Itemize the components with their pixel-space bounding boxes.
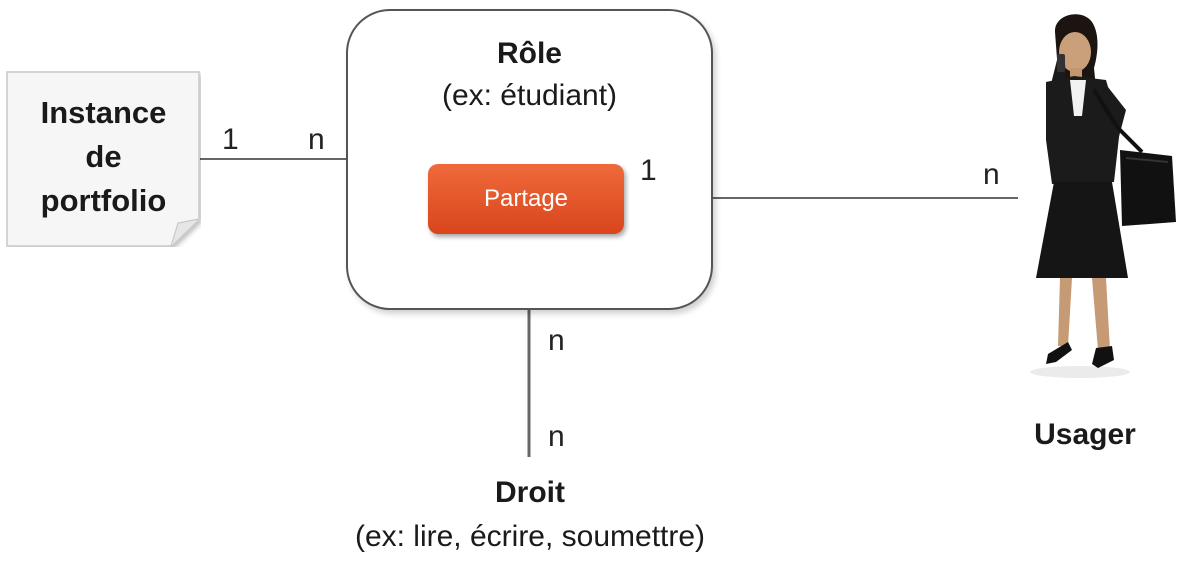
note-shape: [6, 71, 200, 247]
multiplicity-user: n: [983, 158, 1000, 191]
instance-portfolio-note: Instance de portfolio: [6, 71, 201, 247]
instance-line-2: de: [85, 139, 122, 174]
role-title: Rôle: [496, 37, 562, 70]
multiplicity-role-bottom: n: [548, 324, 565, 357]
droit-title: Droit: [495, 476, 565, 509]
user-label: Usager: [1034, 418, 1136, 451]
instance-line-1: Instance: [40, 95, 167, 130]
role-example: (ex: étudiant): [441, 79, 618, 112]
instance-line-3: portfolio: [40, 183, 167, 218]
businesswoman-icon: [1030, 14, 1176, 378]
droit-example: (ex: lire, écrire, soumettre): [354, 520, 706, 553]
multiplicity-instance: 1: [222, 123, 239, 156]
multiplicity-droit: n: [548, 420, 565, 453]
partage-button[interactable]: Partage: [428, 164, 624, 234]
multiplicity-partage: 1: [640, 154, 657, 187]
multiplicity-role-left: n: [308, 123, 325, 156]
role-box: Rôle (ex: étudiant) Partage: [346, 9, 713, 310]
